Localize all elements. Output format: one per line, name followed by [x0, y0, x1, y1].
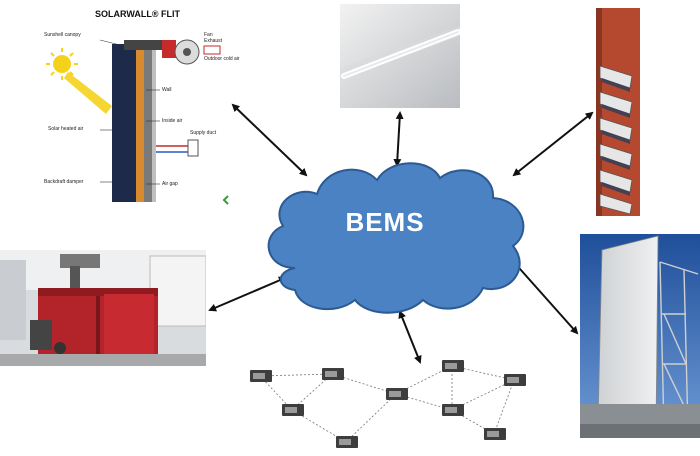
solarwall-label-1: Sunshell canopy [44, 32, 81, 38]
solarwall-label-5: Wall [162, 87, 172, 93]
solarwall-label-3: Exhaust [204, 38, 223, 44]
arrow-lighting [393, 111, 404, 167]
boiler-plant-photo [0, 250, 206, 366]
bems-cloud [267, 162, 525, 314]
solarwall-label-6: Inside air [162, 118, 183, 124]
solarwall-drawing [46, 39, 229, 205]
bems-label: BEMS [345, 207, 425, 237]
arrow-network [398, 310, 422, 364]
solarwall-title: SOLARWALL® FLIT [95, 9, 180, 19]
arrow-shading [512, 111, 594, 177]
arrow-boiler [208, 276, 287, 312]
arrow-solarwall [231, 103, 308, 177]
solarwall-label-9: Air gap [162, 181, 178, 187]
led-lighting-photo [340, 4, 460, 108]
sensor-network [250, 360, 526, 448]
solarwall-label-7: Supply duct [190, 130, 217, 136]
shading-louvers-photo [596, 8, 640, 216]
facade-panel-photo [580, 234, 700, 438]
solarwall-label-4: Outdoor cold air [204, 56, 240, 62]
solarwall-label-8: Solar heated air [48, 126, 84, 132]
solarwall-label-2: Fan [204, 32, 213, 38]
arrow-facade [510, 258, 579, 335]
solarwall-diagram: Sunshell canopy Fan Exhaust Outdoor cold… [40, 6, 240, 206]
sun-icon [46, 48, 78, 80]
solarwall-label-10: Backdraft damper [44, 179, 84, 185]
